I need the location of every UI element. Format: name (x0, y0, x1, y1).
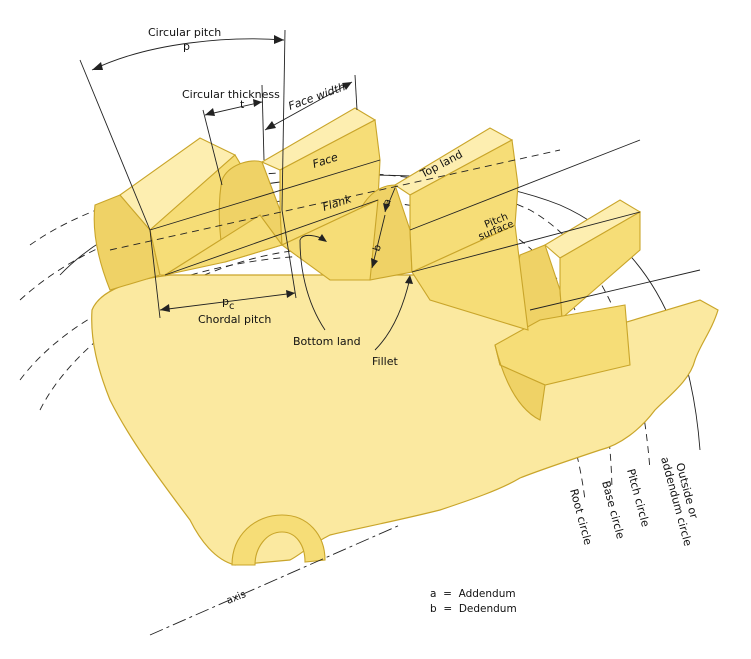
pitch-line-1 (109, 149, 561, 251)
chordal-extension-left (149, 229, 161, 319)
face-width-line (264, 81, 353, 131)
circular-thickness-label: Circular thickness (182, 88, 280, 101)
circular-pitch-label: Circular pitch (148, 26, 221, 39)
chordal-pitch-symbol: p (222, 295, 229, 308)
fillet-label: Fillet (372, 355, 398, 368)
addendum-arrow (383, 203, 390, 212)
dedendum-symbol: b (371, 243, 384, 253)
circular-pitch-symbol: p (183, 40, 190, 53)
face-width-arrow-right (342, 82, 352, 90)
dedendum-line (371, 214, 386, 269)
flank-line-1 (164, 199, 379, 276)
bottom-land-label: Bottom land (293, 335, 361, 348)
base-circle-label: Base circle (599, 479, 627, 540)
bottom-land-leader (299, 234, 326, 331)
axis-label: axis (225, 589, 248, 607)
dimension-lines (79, 29, 413, 636)
pitch-circle-label: Pitch circle (624, 467, 652, 528)
face-width-label: Face width (287, 80, 348, 113)
shaft-bore (231, 514, 326, 566)
thickness-arrow-right (253, 99, 262, 107)
thickness-arrow-left (205, 108, 215, 116)
tooth-4-face (559, 211, 641, 320)
face-width-arrow-left (265, 121, 276, 130)
addendum-symbol: a (381, 197, 393, 207)
circular-thickness-line (204, 101, 263, 116)
extension-line-left (79, 59, 151, 231)
chordal-extension-right (281, 209, 297, 299)
circular-pitch-arc (91, 38, 285, 71)
fillet-arrow (405, 275, 413, 284)
circular-thickness-symbol: t (240, 98, 245, 111)
face-width-extension (354, 74, 358, 111)
chordal-pitch-label: Chordal pitch (198, 313, 271, 326)
chordal-arrow-left (160, 304, 170, 312)
face-line-1 (149, 159, 381, 231)
legend-dedendum: b = Dedendum (430, 603, 517, 615)
bottom-land-3 (411, 224, 529, 331)
chordal-pitch-subscript: c (229, 301, 235, 312)
circular-pitch-arrow-right (274, 35, 284, 44)
face-line-2 (409, 139, 641, 231)
tooth-construction-lines (109, 139, 701, 311)
tooth-5-side (494, 344, 546, 421)
inner-circle-arc (39, 249, 301, 411)
legend: a = Addendum b = Dedendum (430, 587, 517, 617)
circular-pitch-arrow-left (92, 62, 103, 70)
root-circle-label: Root circle (567, 487, 595, 546)
face-line-3 (529, 269, 701, 311)
bottom-land-2 (280, 199, 379, 281)
thickness-extension-left (202, 109, 223, 186)
dedendum-arrow (371, 258, 378, 268)
gear-body (91, 107, 719, 566)
chordal-pitch-line (159, 292, 296, 311)
thickness-extension-right (261, 84, 265, 161)
fillet-leader (374, 277, 411, 351)
legend-addendum: a = Addendum (430, 588, 516, 600)
axis-line (149, 524, 401, 636)
chordal-arrow-right (286, 290, 295, 298)
bottom-land-arrow (318, 234, 327, 242)
flank-line-2 (411, 211, 641, 273)
